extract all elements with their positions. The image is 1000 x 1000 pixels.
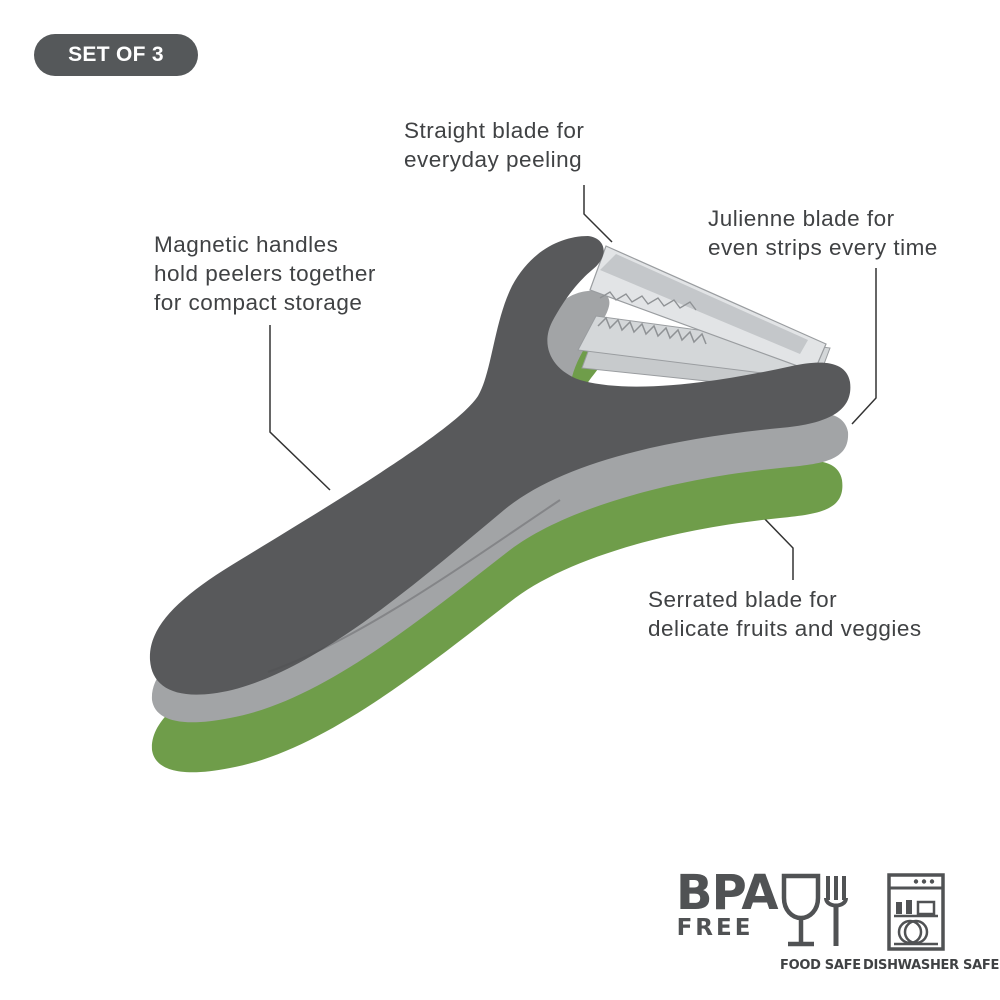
wine-glass-fork-icon (781, 873, 848, 947)
callout-serrated-blade: Serrated blade for delicate fruits and v… (648, 585, 922, 643)
leader-line-serrated (761, 515, 794, 580)
callout-magnetic-line-3: for compact storage (154, 290, 363, 315)
food-safe-caption: FOOD SAFE (780, 958, 861, 973)
dark-peeler (149, 236, 851, 695)
callout-serrated-line-1: Serrated blade for (648, 587, 838, 612)
dishwasher-safe-caption: DISHWASHER SAFE (863, 958, 1000, 973)
blade-stack (577, 245, 831, 393)
julienne-edge (599, 291, 697, 311)
callout-julienne-line-2: even strips every time (708, 235, 938, 260)
bpa-free-icon: BPA FREE (676, 865, 779, 941)
leader-line-magnetic (269, 325, 331, 491)
serrated-edge (597, 316, 707, 345)
callout-straight-blade: Straight blade for everyday peeling (404, 116, 584, 174)
callout-straight-line-2: everyday peeling (404, 147, 583, 172)
serrated-blade (577, 315, 831, 381)
callout-serrated-line-2: delicate fruits and veggies (648, 616, 922, 641)
dishwasher-icon (887, 873, 945, 951)
badge-label: SET OF 3 (68, 43, 164, 66)
bpa-text: BPA (676, 865, 779, 921)
callout-magnetic-handles: Magnetic handles hold peelers together f… (154, 230, 376, 317)
callout-julienne-blade: Julienne blade for even strips every tim… (708, 204, 938, 262)
leader-line-julienne (851, 268, 877, 425)
leader-line-straight (583, 185, 613, 243)
callout-magnetic-line-2: hold peelers together (154, 261, 376, 286)
callout-magnetic-line-1: Magnetic handles (154, 232, 339, 257)
free-text: FREE (676, 915, 754, 941)
callout-straight-line-1: Straight blade for (404, 118, 585, 143)
set-of-3-badge: SET OF 3 (34, 34, 198, 76)
callout-julienne-line-1: Julienne blade for (708, 206, 895, 231)
